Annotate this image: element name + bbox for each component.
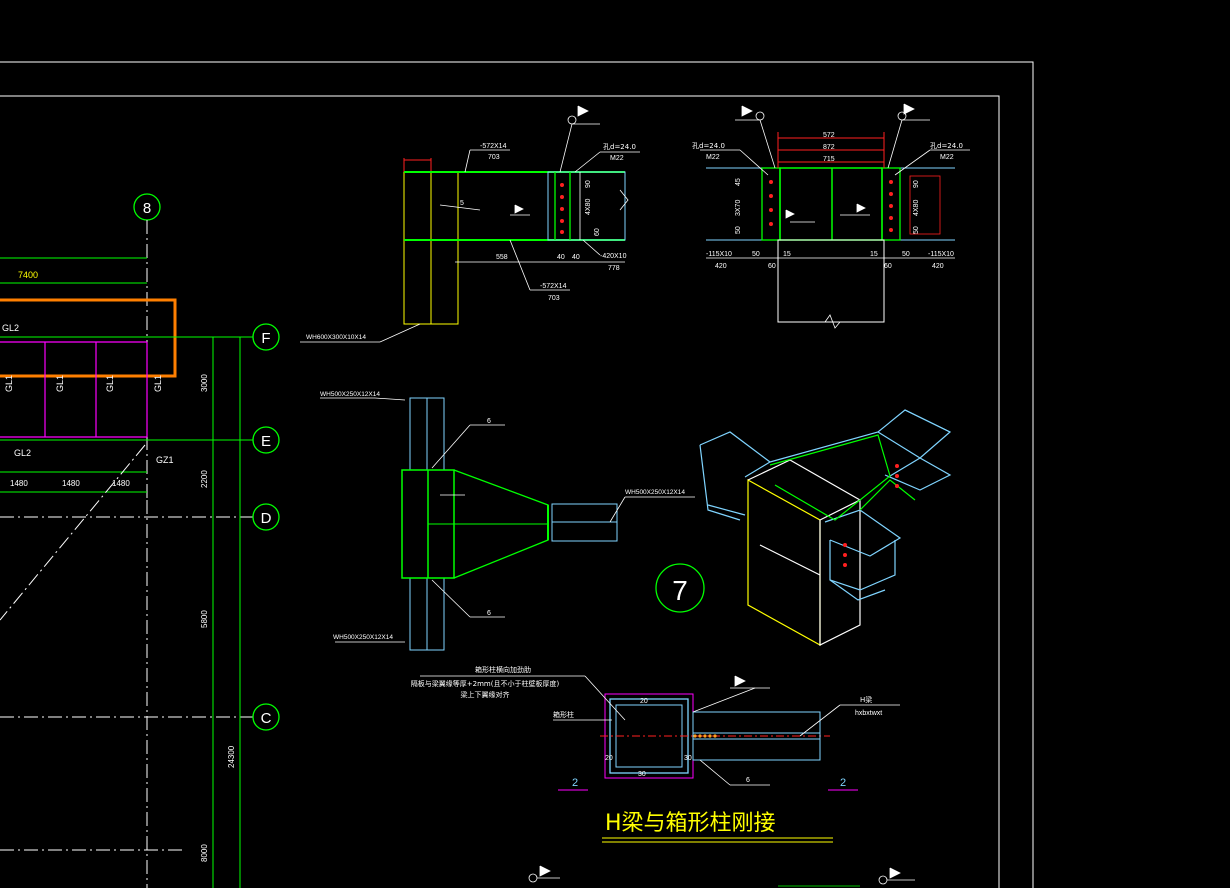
tr-dim-60b: 60: [884, 263, 892, 270]
tr-dim-15a: 15: [783, 251, 791, 258]
row-dim-5800: 5800: [200, 610, 209, 628]
plate-bot-len: 703: [548, 295, 560, 302]
section-2-right: 2: [840, 777, 846, 789]
detail-isometric[interactable]: [699, 409, 952, 647]
tr-dim-50a: 50: [752, 251, 760, 258]
selection-highlight-box[interactable]: [0, 298, 177, 378]
box-note-1: 箱形柱横向加劲肋: [475, 665, 531, 674]
box-column-label: 箱形柱: [553, 710, 574, 719]
tr-dim-50b: 50: [902, 251, 910, 258]
weld-size-tl: 5: [460, 200, 464, 207]
mid-bot-col-spec: WH500X250X12X14: [333, 634, 393, 641]
bay-dim-2: 1480: [62, 479, 80, 488]
bay-dim-1: 1480: [10, 479, 28, 488]
bolt-size-tl: M22: [610, 155, 624, 162]
tr-dim-60: 60: [768, 263, 776, 270]
dim-7400: 7400: [18, 270, 38, 280]
tr-plate-l-len: 420: [715, 263, 727, 270]
tr-dim-15b: 15: [870, 251, 878, 258]
tr-dim-45: 45: [735, 178, 742, 186]
column-spec-tl: WH600X300X10X14: [306, 334, 366, 341]
detail-beam-beam-splice[interactable]: 572 872 715 孔d=24.0 M22 孔d=24.0 M22 45 3…: [692, 103, 970, 329]
dim-90-tl: 90: [585, 180, 592, 188]
box-beam-spec: hxbxtwxt: [855, 710, 882, 717]
dim-558: 558: [496, 254, 508, 261]
box-dim-20a: 20: [640, 698, 648, 705]
tr-dim-3x70: 3X70: [735, 200, 742, 216]
web-plate-len: 778: [608, 265, 620, 272]
detail-title: H梁与箱形柱刚接: [605, 811, 776, 836]
axis-bubble-e[interactable]: [252, 426, 280, 454]
section-mark[interactable]: 7: [655, 563, 705, 613]
tr-dim-top-3: 715: [823, 156, 835, 163]
axis-label-c: C: [261, 710, 272, 727]
section-2-left: 2: [572, 777, 578, 789]
axis-bubble-d[interactable]: [252, 503, 280, 531]
dim-40a: 40: [557, 254, 565, 261]
web-plate-spec: -420X10: [600, 253, 627, 260]
bolt-spec-tl: 孔d=24.0: [603, 143, 636, 151]
bay-dim-3: 1480: [112, 479, 130, 488]
tr-plate-r: -115X10: [928, 251, 954, 258]
dim-40b: 40: [572, 254, 580, 261]
mid-top-col-spec: WH500X250X12X14: [320, 391, 380, 398]
box-note-2: 隔板与梁翼缘等厚+2mm(且不小于柱壁板厚度): [411, 679, 560, 688]
tr-dim-top-1: 572: [823, 132, 835, 139]
tr-dim-50d: 50: [913, 226, 920, 234]
tr-plate-l: -115X10: [706, 251, 732, 258]
row-dim-24300: 24300: [227, 745, 236, 768]
beam-label-gl1-c: GL1: [105, 375, 115, 392]
mid-beam-spec: WH500X250X12X14: [625, 489, 685, 496]
axis-label-e: E: [261, 433, 271, 450]
mid-weld-bot: 6: [487, 610, 491, 617]
plate-top-spec: -572X14: [480, 143, 507, 150]
dim-4x80-tl: 4X80: [585, 199, 592, 215]
tr-plate-r-len: 420: [932, 263, 944, 270]
plan-grid: 8 7400 GL2 GL1 GL1 GL1 GL1 GL2 GZ1 1480: [0, 193, 280, 888]
row-dim-3000: 3000: [200, 374, 209, 392]
tr-bolt-size-l: M22: [706, 154, 720, 161]
tr-dim-top-2: 872: [823, 144, 835, 151]
mid-weld-top: 6: [487, 418, 491, 425]
plate-bot-spec: -572X14: [540, 283, 567, 290]
box-dim-20b: 20: [605, 755, 613, 762]
column-tag-gz1: GZ1: [156, 455, 174, 465]
beam-label-gl2-bot: GL2: [14, 448, 31, 458]
tr-bolt-spec-r: 孔d=24.0: [930, 142, 963, 150]
beam-label-gl1-a: GL1: [4, 375, 14, 392]
detail-beam-column-side[interactable]: -572X14 703 孔d=24.0 M22 90 4X80 60 558 4…: [300, 105, 640, 343]
box-dim-30b: 30: [638, 771, 646, 778]
beam-label-gl2-top: GL2: [2, 323, 19, 333]
tr-dim-4x80: 4X80: [913, 200, 920, 216]
plate-top-len: 703: [488, 154, 500, 161]
detail-column-haunch[interactable]: WH500X250X12X14 WH500X250X12X14 WH500X25…: [320, 391, 695, 651]
row-dim-2200: 2200: [200, 470, 209, 488]
axis-bubble-c[interactable]: [252, 703, 280, 731]
box-beam-label: H梁: [860, 695, 872, 704]
axis-label-d: D: [261, 510, 272, 527]
drawing-frame: [0, 61, 1034, 888]
detail-box-column[interactable]: 箱形柱横向加劲肋 隔板与梁翼缘等厚+2mm(且不小于柱壁板厚度) 梁上下翼缘对齐…: [411, 665, 900, 843]
beam-label-gl1-b: GL1: [55, 375, 65, 392]
section-mark-label: 7: [672, 575, 688, 606]
beam-label-gl1-d: GL1: [153, 375, 163, 392]
row-dim-8000: 8000: [200, 844, 209, 862]
tr-dim-90: 90: [913, 180, 920, 188]
axis-label-8: 8: [143, 200, 151, 217]
tr-bolt-size-r: M22: [940, 154, 954, 161]
tr-bolt-spec-l: 孔d=24.0: [692, 142, 725, 150]
dim-60-tl: 60: [594, 228, 601, 236]
axis-label-f: F: [261, 330, 270, 347]
box-note-3: 梁上下翼缘对齐: [461, 690, 510, 699]
tr-dim-50c: 50: [735, 226, 742, 234]
box-dim-30a: 30: [684, 755, 692, 762]
axis-bubble-f[interactable]: [252, 323, 280, 351]
bottom-partial-symbols: [528, 865, 915, 887]
box-weld: 6: [746, 777, 750, 784]
